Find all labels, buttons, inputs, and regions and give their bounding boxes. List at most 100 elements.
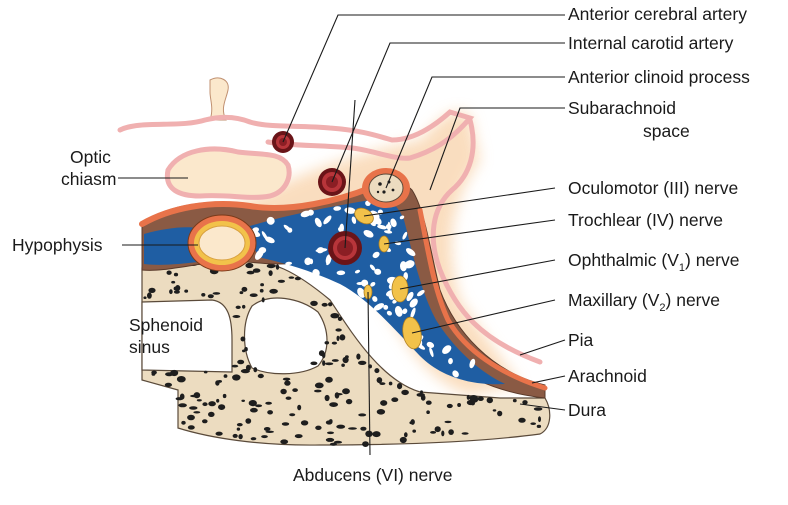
bone-pore (236, 427, 241, 431)
bone-pore (345, 398, 353, 405)
leader-internal-carotid-artery (331, 42, 565, 183)
trabecula (383, 304, 389, 310)
label-oculomotor-nerve: Oculomotor (III) nerve (568, 178, 738, 198)
trabecula (429, 347, 434, 358)
ophthalmic-sub: 1 (679, 262, 685, 274)
label-anterior-clinoid-process: Anterior clinoid process (568, 67, 750, 87)
bone-pore (238, 434, 243, 440)
bone-pore (187, 414, 195, 421)
bone-pore (148, 287, 156, 293)
bone-pore (469, 395, 479, 402)
bone-pore (245, 418, 252, 424)
bone-pore (334, 393, 343, 396)
bone-pore (277, 279, 285, 283)
bone-pore (232, 315, 241, 318)
trabecula (285, 261, 293, 266)
bone-pore (492, 409, 497, 412)
trabecula (404, 260, 415, 269)
bone-pore (342, 388, 350, 395)
bone-pore (237, 359, 245, 365)
bone-pore (242, 349, 246, 353)
bone-pore (212, 292, 221, 295)
bone-pore (372, 431, 381, 438)
bone-pore (292, 388, 298, 392)
bone-pore (250, 407, 258, 413)
bone-pore (329, 442, 337, 446)
bone-pore (380, 400, 388, 406)
bone-pore (245, 262, 254, 269)
pia-layer-lower (430, 117, 543, 365)
bone-pore (261, 297, 265, 303)
label-abducens-nerve: Abducens (VI) nerve (293, 465, 453, 485)
bone-pore (187, 425, 195, 430)
trabecula (338, 227, 343, 232)
bone-pore (289, 413, 296, 417)
leader-internal-carotid-artery-2 (344, 99, 356, 249)
trabecula (469, 358, 476, 369)
label-maxillary-nerve: Maxillary (V2) nerve (568, 290, 720, 314)
bone-pore (314, 389, 322, 393)
bone-pore (294, 434, 303, 439)
bone-pore (533, 407, 543, 411)
bone-pore (239, 291, 244, 295)
label-optic-line1: Optic (70, 147, 111, 167)
trabecula (386, 310, 392, 316)
bone-pore (477, 396, 484, 402)
bone-pore (425, 400, 432, 405)
bone-pore (202, 402, 208, 407)
bone-pore (181, 420, 186, 425)
bone-pore (261, 435, 268, 439)
leader-arachnoid (531, 375, 566, 384)
bone-pore (232, 374, 241, 381)
bone-pore (330, 313, 340, 319)
bone-pore (322, 360, 326, 366)
pituitary-stalk (209, 77, 229, 121)
bone-pore (412, 429, 417, 433)
bone-pore (522, 400, 528, 405)
bone-pore (416, 393, 425, 397)
bone-pore (512, 398, 517, 403)
bone-pore (252, 268, 261, 273)
bone-pore (189, 406, 198, 410)
bone-pore (426, 410, 430, 415)
bone-pores (143, 262, 543, 447)
trabecula (266, 216, 275, 225)
bone-pore (193, 392, 201, 399)
bone-pore (259, 288, 264, 293)
trabecula (314, 217, 322, 228)
bone-pore (263, 427, 271, 431)
bone-pore (324, 341, 330, 345)
trabecula (363, 229, 374, 238)
label-subarachnoid-line2: space (643, 121, 690, 141)
leader-abducens-nerve (367, 291, 371, 456)
bone-pore (530, 422, 536, 426)
trabecula (405, 248, 416, 257)
label-trochlear-nerve: Trochlear (IV) nerve (568, 210, 723, 230)
bone-pore (342, 356, 349, 364)
bone-pore (388, 381, 393, 386)
bone-pore (356, 353, 361, 360)
leader-ophthalmic-nerve (399, 259, 556, 290)
optic-chiasm (164, 146, 292, 200)
label-ophthalmic-nerve: Ophthalmic (V1) nerve (568, 250, 739, 274)
bone-pore (297, 404, 302, 411)
bone-pore (401, 389, 409, 396)
trabecula (442, 345, 452, 354)
bone-pore (324, 362, 334, 366)
bone-pore (285, 396, 292, 400)
label-hypophysis: Hypophysis (12, 235, 103, 255)
bone-pore (376, 377, 383, 384)
bone-pore (257, 373, 264, 379)
bone-pore (173, 272, 179, 277)
bone-pore (420, 390, 423, 394)
trabecula (384, 230, 393, 234)
bone-pore (446, 403, 453, 409)
trabecula (370, 281, 376, 287)
bone-pore (260, 283, 264, 287)
bone-pore (310, 361, 318, 366)
bone-pore (376, 409, 386, 415)
bone-pore (345, 355, 349, 359)
ophthalmic-pre: Ophthalmic (V (568, 250, 679, 270)
trabecula (304, 257, 312, 266)
